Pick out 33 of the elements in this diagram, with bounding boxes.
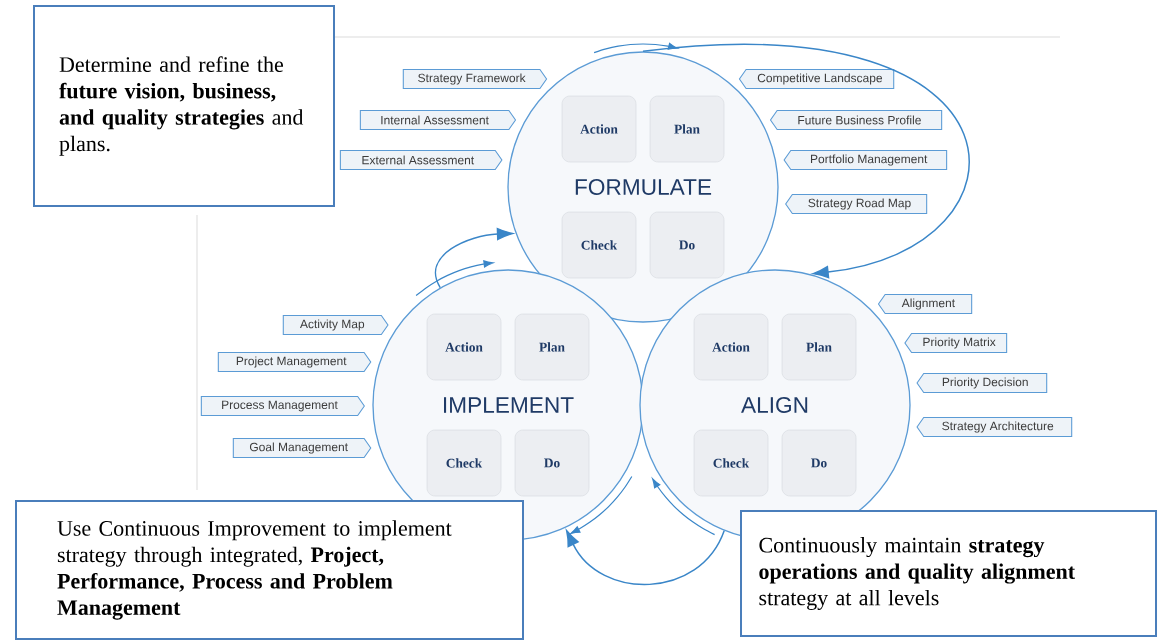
quadrant-tile: Do (514, 429, 590, 497)
quadrant-tile: Plan (649, 95, 725, 163)
pointer-tag: Competitive Landscape (738, 68, 895, 90)
quadrant-tile: Plan (781, 313, 857, 381)
pointer-tag: Strategy Framework (402, 68, 548, 90)
pointer-tag: External Assessment (339, 149, 503, 171)
cycle-arrow (434, 227, 514, 289)
quadrant-tile: Action (561, 95, 637, 163)
pointer-tag: Portfolio Management (783, 149, 948, 171)
pointer-tag: Strategy Road Map (785, 193, 928, 215)
pointer-tag: Internal Assessment (359, 109, 517, 131)
cycle-arrow (642, 43, 970, 279)
quadrant-tile: Do (649, 211, 725, 279)
pointer-tag: Alignment (877, 293, 973, 315)
pointer-tag: Project Management (217, 351, 372, 373)
pointer-tag: Goal Management (232, 437, 372, 459)
pointer-tag: Process Management (200, 395, 365, 417)
pointer-tag: Priority Decision (916, 372, 1048, 394)
pointer-tag: Activity Map (282, 314, 389, 336)
cycle-arrow (565, 530, 725, 586)
pointer-tag: Strategy Architecture (916, 416, 1073, 438)
quadrant-tile: Plan (514, 313, 590, 381)
quadrant-tile: Action (426, 313, 502, 381)
quadrant-tile: Do (781, 429, 857, 497)
callout-box: Continuously maintain strategy operations and quality alignment strategy at all levels (740, 510, 1157, 637)
quadrant-tile: Check (693, 429, 769, 497)
quadrant-tile: Action (693, 313, 769, 381)
callout-box: Determine and refine the future vision, business, and quality strategies and plans. (33, 5, 335, 207)
quadrant-tile: Check (561, 211, 637, 279)
pointer-tag: Future Business Profile (769, 109, 943, 131)
callout-box: Use Continuous Improvement to implement strategy through integrated, Project, Performance, Process and Problem Management (15, 500, 524, 640)
pointer-tag: Priority Matrix (904, 332, 1008, 354)
quadrant-tile: Check (426, 429, 502, 497)
